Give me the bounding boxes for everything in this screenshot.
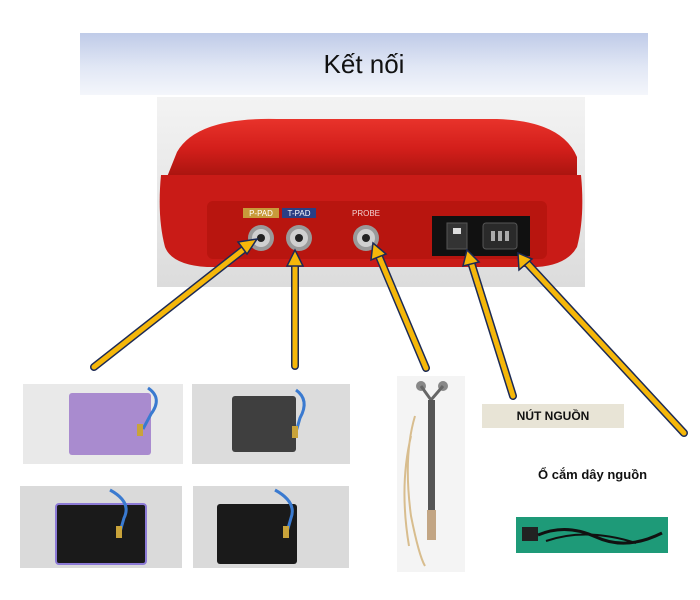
- page-title: Kết nối: [323, 49, 405, 79]
- black-pad-photo: [20, 486, 182, 568]
- arrow-heads: [236, 237, 534, 272]
- title-banner: Kết nối: [80, 33, 648, 95]
- power-button-label: NÚT NGUỒN: [482, 404, 624, 428]
- power-switch: [446, 222, 468, 250]
- black-pad-photo-2: [193, 486, 349, 568]
- purple-pad-photo: [23, 384, 183, 464]
- power-socket: [482, 222, 518, 250]
- arrow-lines: [91, 243, 687, 436]
- power-cord-photo: [516, 517, 668, 553]
- port-label-ppad: P-PAD: [249, 209, 273, 218]
- ppad-jack: [248, 225, 274, 251]
- device-photo: P-PAD T-PAD PROBE: [157, 97, 585, 287]
- power-socket-label: Ổ cắm dây nguồn: [538, 467, 648, 482]
- tpad-jack: [286, 225, 312, 251]
- gray-pad-photo: [192, 384, 350, 464]
- probe-cable-photo: [397, 376, 465, 572]
- port-label-probe: PROBE: [352, 209, 380, 218]
- port-label-tpad: T-PAD: [288, 209, 311, 218]
